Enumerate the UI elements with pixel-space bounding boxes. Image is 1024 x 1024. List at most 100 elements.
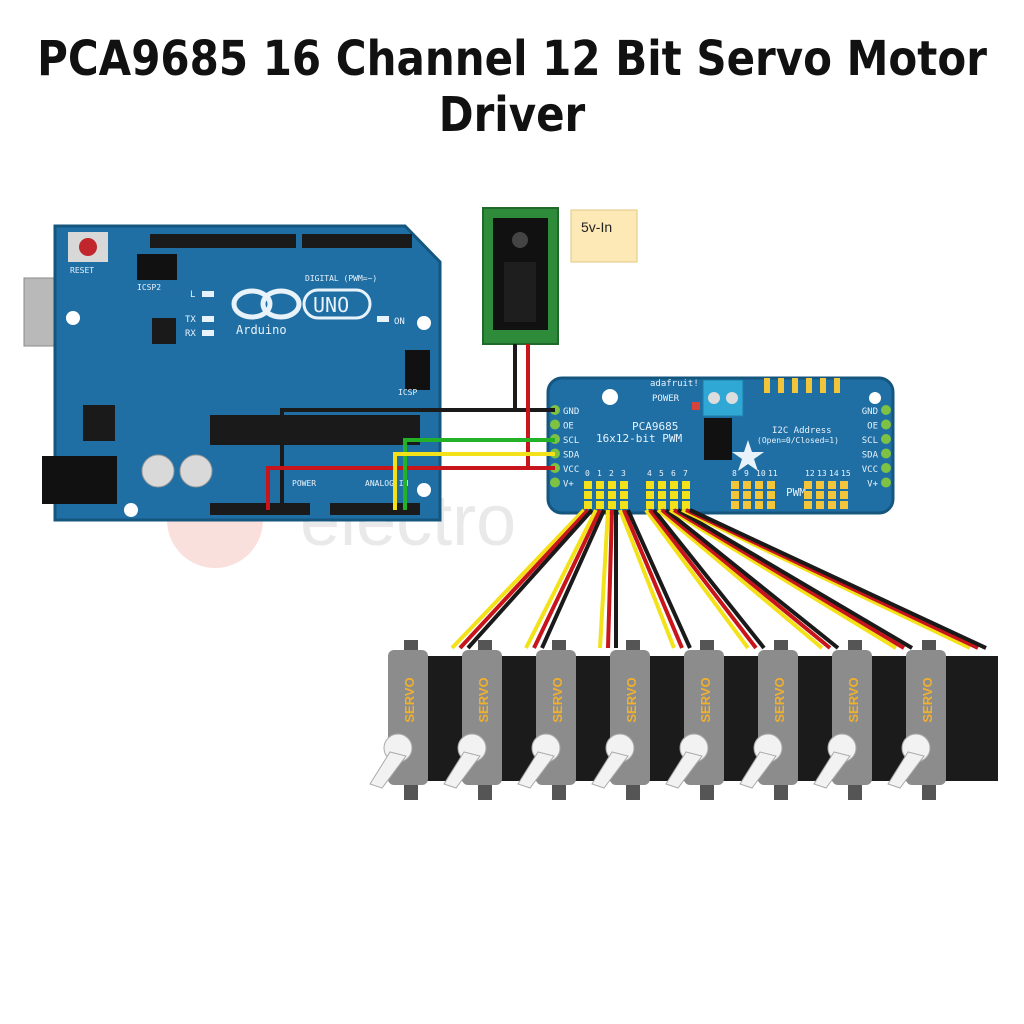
pca-right-pin xyxy=(881,419,891,430)
servo-wire xyxy=(656,508,824,650)
channel-pin xyxy=(743,481,751,489)
pca-left-pin-label: SDA xyxy=(563,451,580,461)
channel-label: 5 xyxy=(659,469,664,478)
adafruit-label: adafruit! xyxy=(650,379,699,389)
scl-wire xyxy=(403,438,555,510)
digital-label: DIGITAL (PWM=~) xyxy=(305,274,377,283)
channel-pin xyxy=(840,491,848,499)
servo-label: SERVO xyxy=(476,677,491,722)
servo-label: SERVO xyxy=(550,677,565,722)
channel-pin xyxy=(608,491,616,499)
reset-label: RESET xyxy=(70,266,94,275)
servo-motor: SERVO xyxy=(887,640,998,800)
channel-pin xyxy=(767,501,775,509)
pca-right-pin xyxy=(881,448,891,459)
pca9685-chip xyxy=(704,418,732,460)
channel-pin xyxy=(646,481,654,489)
channel-pin xyxy=(620,491,628,499)
channel-pin xyxy=(816,481,824,489)
led-rx-label: RX xyxy=(185,329,196,339)
servo-wire xyxy=(660,508,832,650)
pca-right-pin-label: GND xyxy=(862,407,878,417)
chip-desc: 16x12-bit PWM xyxy=(596,432,682,445)
servo-label: SERVO xyxy=(698,677,713,722)
channel-pin xyxy=(608,481,616,489)
small-chip xyxy=(152,318,176,344)
channel-pin xyxy=(646,491,654,499)
channel-label: 4 xyxy=(647,469,652,478)
channel-pin xyxy=(620,481,628,489)
servo-label: SERVO xyxy=(772,677,787,722)
channel-pin xyxy=(608,501,616,509)
servo-wire xyxy=(676,508,914,650)
digital-header-right xyxy=(302,234,412,248)
channel-pin xyxy=(840,501,848,509)
address-pads xyxy=(764,378,840,393)
i2c-note: (Open=0/Closed=1) xyxy=(757,436,839,445)
servo-horn-arm xyxy=(591,751,629,789)
channel-pin xyxy=(658,501,666,509)
servo-wire xyxy=(618,509,676,649)
servo-wire xyxy=(458,508,590,650)
power-led xyxy=(692,402,700,410)
capacitor xyxy=(141,454,175,488)
servo-horn-arm xyxy=(813,751,851,789)
channel-pin xyxy=(816,501,824,509)
servo-wire xyxy=(672,508,906,650)
arduino-logo xyxy=(231,288,372,320)
servo-wire xyxy=(626,509,692,649)
pca-left-pin-label: GND xyxy=(563,407,579,417)
channel-pin xyxy=(731,491,739,499)
channel-label: 6 xyxy=(671,469,676,478)
channel-pin xyxy=(755,491,763,499)
channel-pin xyxy=(596,481,604,489)
servo-wire xyxy=(598,509,610,649)
channel-pin xyxy=(584,501,592,509)
led-tx-label: TX xyxy=(185,315,196,325)
channel-label: 9 xyxy=(744,469,749,478)
pca-left-pin xyxy=(550,477,560,488)
channel-pin xyxy=(596,501,604,509)
dc-jack xyxy=(42,456,117,504)
servo-horn-arm xyxy=(517,751,555,789)
channel-pin xyxy=(670,501,678,509)
channel-label: 14 xyxy=(829,469,839,478)
i2c-title: I2C Address xyxy=(772,426,832,436)
channel-pin xyxy=(743,491,751,499)
pca-right-pin-label: OE xyxy=(867,422,878,432)
servo-label: SERVO xyxy=(920,677,935,722)
digital-header-left xyxy=(150,234,296,248)
icsp2-header xyxy=(137,254,177,280)
servo-label: SERVO xyxy=(402,677,417,722)
pca-right-pin xyxy=(881,477,891,488)
adafruit-star-icon xyxy=(732,440,764,471)
channel-pin xyxy=(804,501,812,509)
servo-body xyxy=(936,656,998,781)
power-led-label: POWER xyxy=(652,394,680,404)
channel-pin xyxy=(658,481,666,489)
channel-pin xyxy=(584,491,592,499)
servo-wire xyxy=(648,508,758,650)
channel-pin xyxy=(755,481,763,489)
channel-pin xyxy=(755,501,763,509)
atmega-chip xyxy=(210,415,420,445)
voltage-regulator xyxy=(83,405,115,441)
servo-wire xyxy=(689,508,987,650)
channel-pin xyxy=(646,501,654,509)
channel-pin xyxy=(658,491,666,499)
servo-wire xyxy=(524,509,598,649)
power-sticky-note: 5v-In xyxy=(570,209,638,263)
power-header xyxy=(210,503,310,515)
pca-right-pin-label: SCL xyxy=(862,436,878,446)
led-l-label: L xyxy=(190,290,195,300)
servo-horn-arm xyxy=(665,751,703,789)
channel-pin xyxy=(804,481,812,489)
channel-pin xyxy=(731,481,739,489)
channel-pin xyxy=(767,481,775,489)
servo-label: SERVO xyxy=(624,677,639,722)
servo-horn-arm xyxy=(739,751,777,789)
pca-right-pin-label: V+ xyxy=(867,480,878,490)
pca-right-pin-label: SDA xyxy=(862,451,879,461)
channel-label: 15 xyxy=(841,469,851,478)
servo-wire xyxy=(668,508,898,650)
